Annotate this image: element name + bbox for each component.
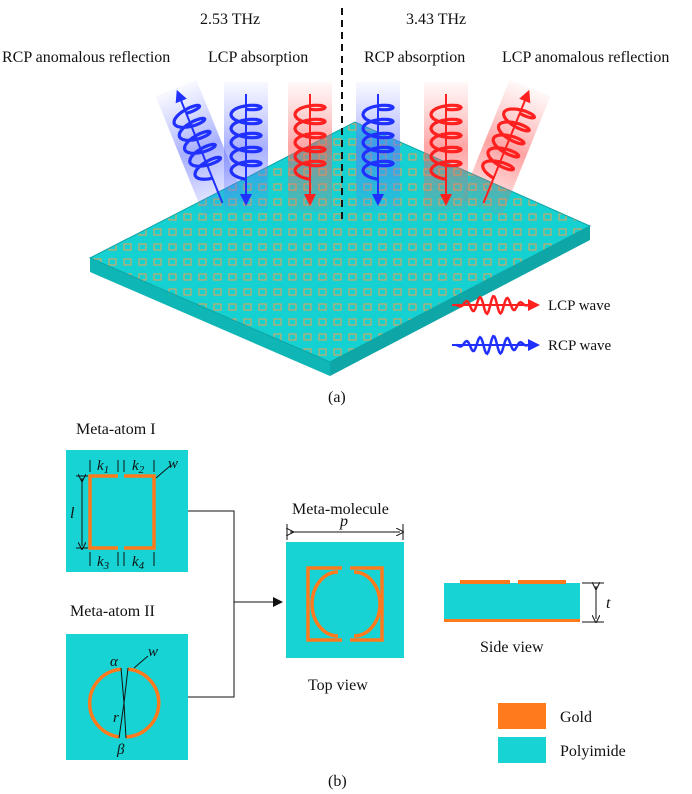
polyimide-swatch: [498, 737, 546, 763]
k1-symbol: k1: [97, 458, 109, 476]
panel-b: Meta-atom I k1 k2 k3 k4 l w Meta-atom: [66, 421, 626, 790]
panel-a: 2.53 THz 3.43 THz RCP anomalous reflecti…: [2, 8, 669, 406]
l-symbol: l: [70, 505, 75, 522]
k3-symbol: k3: [97, 554, 110, 572]
meta-atom-2-cell: [66, 634, 188, 760]
lcp-wave-icon: [452, 294, 540, 316]
beam-label-rcp-absorption: RCP absorption: [364, 49, 465, 66]
freq-left-label: 2.53 THz: [200, 11, 260, 28]
panel-b-caption: (b): [328, 773, 347, 790]
meta-atom-1-split-square: [88, 474, 156, 550]
meta-molecule-cell: [286, 542, 404, 658]
side-view-substrate: [444, 583, 580, 619]
thickness-symbol: t: [606, 595, 611, 612]
rcp-wave-icon: [452, 334, 540, 356]
meta-atom-1-title: Meta-atom I: [76, 421, 156, 438]
lcp-anomalous-reflection-beam: [460, 79, 551, 217]
meta-atom-1-cell: [66, 450, 188, 572]
meta-atom-1-dimensions: [76, 460, 171, 566]
legend-gold-label: Gold: [560, 709, 592, 726]
meta-molecule-pattern: [306, 566, 384, 642]
beam-label-lcp-absorption: LCP absorption: [208, 49, 308, 66]
period-dimension: [287, 524, 403, 540]
w-symbol-atom-2: w: [148, 644, 158, 660]
period-symbol: p: [339, 513, 348, 530]
plate-front-right-face: [330, 226, 590, 376]
side-view-resonator-left: [460, 580, 510, 584]
legend-polyimide-label: Polyimide: [560, 743, 626, 760]
beam-label-rcp-reflection: RCP anomalous reflection: [2, 49, 170, 66]
meta-atom-2-title: Meta-atom II: [70, 603, 155, 620]
combine-connector: [188, 510, 283, 698]
meta-atom-2-split-ring: [87, 667, 161, 739]
incident-beams: [155, 79, 551, 217]
thickness-dimension: [582, 583, 604, 622]
side-view-resonator-right: [518, 580, 566, 584]
rcp-absorption-beam-right: [424, 82, 468, 212]
legend-lcp-label: LCP wave: [548, 298, 611, 314]
side-view-ground-plane: [444, 619, 580, 622]
lcp-absorption-beam-right: [288, 82, 332, 212]
k2-symbol: k2: [132, 458, 145, 476]
top-view-caption: Top view: [308, 677, 368, 694]
meta-atom-2-dimensions: [118, 655, 149, 739]
gold-swatch: [498, 703, 546, 729]
freq-right-label: 3.43 THz: [406, 11, 466, 28]
r-symbol: r: [113, 710, 119, 726]
legend-rcp-label: RCP wave: [548, 338, 612, 354]
lcp-absorption-beam-left: [224, 82, 268, 212]
k4-symbol: k4: [132, 554, 145, 572]
beta-symbol: β: [116, 742, 125, 758]
panel-a-caption: (a): [328, 389, 346, 406]
beam-label-lcp-reflection: LCP anomalous reflection: [502, 49, 669, 66]
w-symbol-atom-1: w: [168, 456, 178, 472]
alpha-symbol: α: [110, 654, 119, 670]
rcp-absorption-beam-left: [356, 82, 400, 212]
wave-legend: LCP wave RCP wave: [452, 294, 612, 356]
plate-front-left-face: [90, 258, 330, 376]
rcp-anomalous-reflection-beam: [155, 79, 246, 217]
material-legend: Gold Polyimide: [498, 703, 626, 763]
side-view-caption: Side view: [480, 639, 544, 656]
meta-molecule-title: Meta-molecule: [292, 501, 389, 518]
